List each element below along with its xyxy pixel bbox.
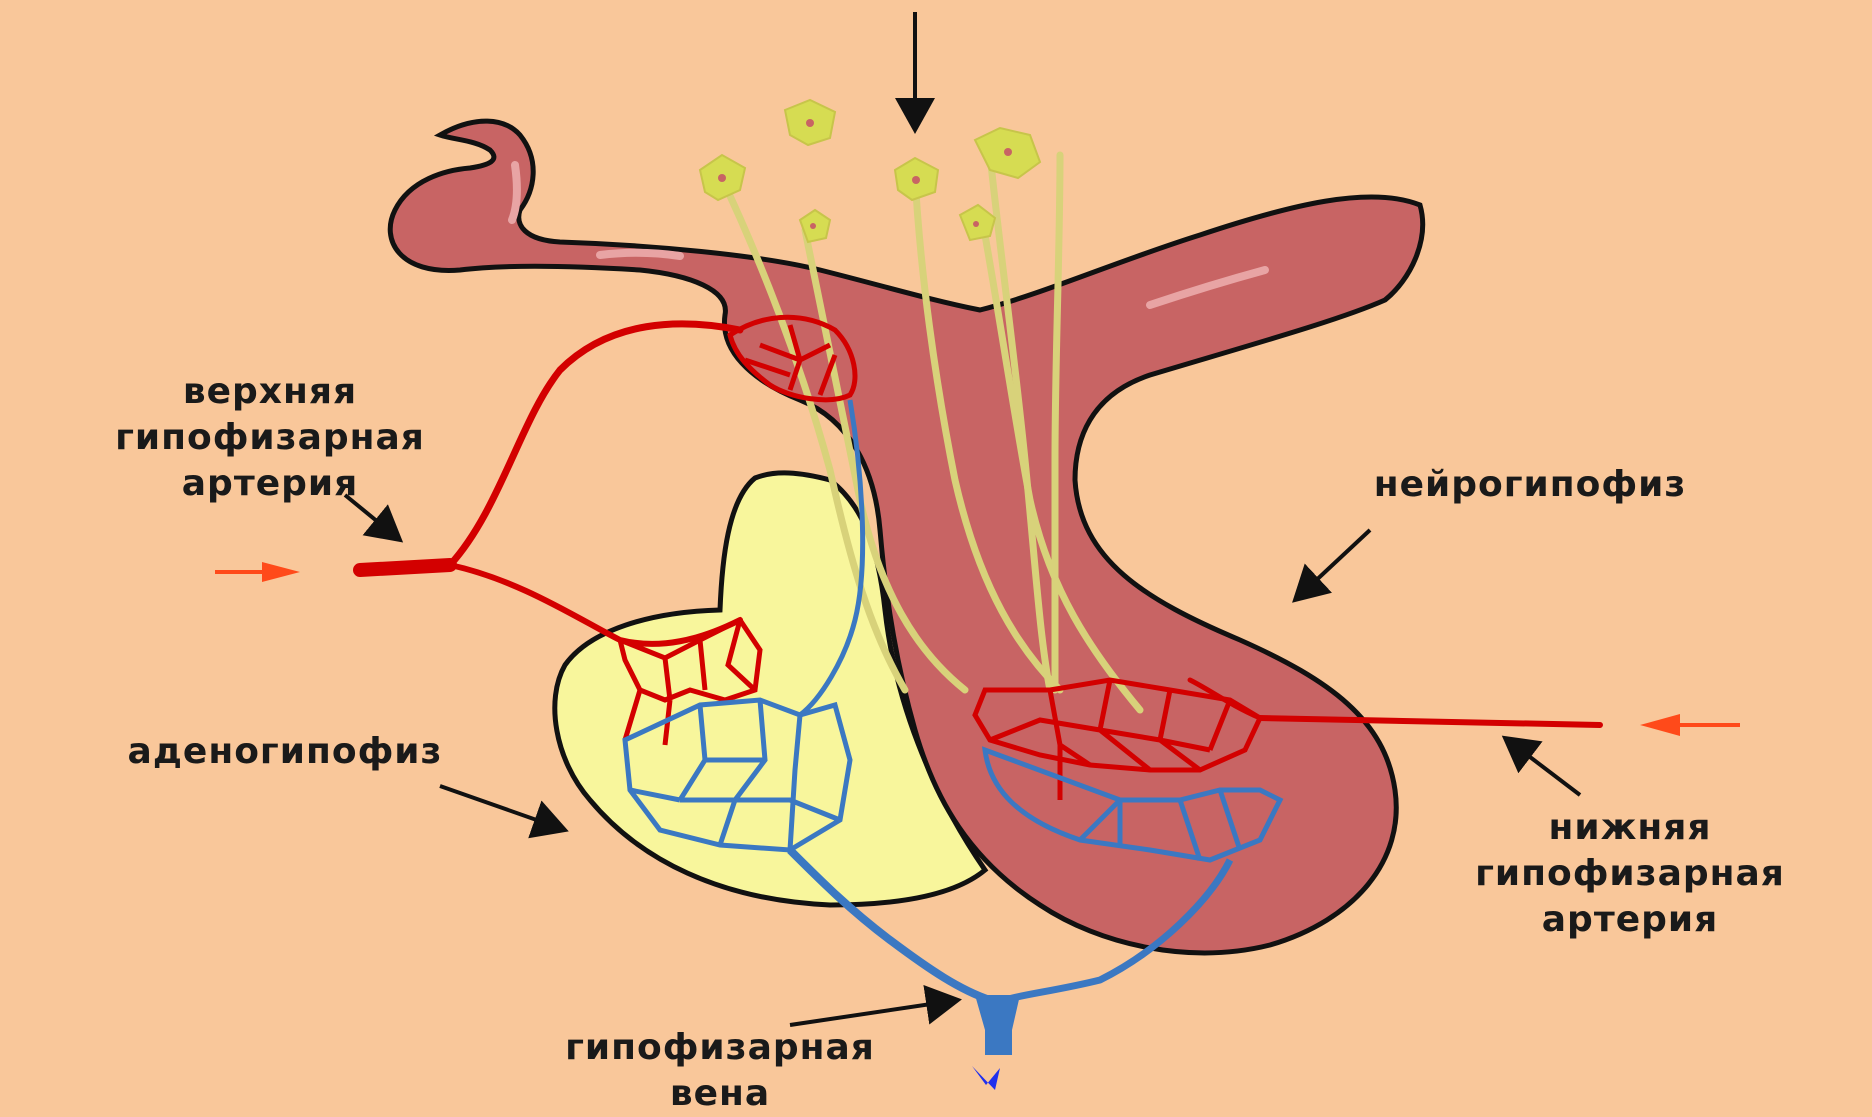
pituitary-vein-label: гипофизарная вена: [480, 1025, 960, 1117]
label-line: гипофизарная: [70, 415, 470, 461]
inferior-artery-flow-arrow: [1640, 714, 1740, 736]
label-line: вена: [480, 1071, 960, 1117]
neurohypophysis-label: нейрогипофиз: [1290, 462, 1770, 508]
label-line: верхняя: [70, 369, 470, 415]
label-line: артерия: [70, 461, 470, 507]
vein-flow-arrow: [972, 1066, 1000, 1090]
highlight-mark: [600, 253, 680, 256]
label-line: гипофизарная: [1410, 851, 1850, 897]
superior-artery-flow-arrow: [215, 562, 300, 582]
label-line: артерия: [1410, 897, 1850, 943]
pituitary-vein-trunk: [975, 995, 1020, 1055]
label-line: гипофизарная: [480, 1025, 960, 1071]
inferior-hypophyseal-artery-label: нижняя гипофизарная артерия: [1410, 805, 1850, 943]
superior-hypophyseal-artery-label: верхняя гипофизарная артерия: [70, 369, 470, 507]
label-line: нижняя: [1410, 805, 1850, 851]
adenohypophysis-label: аденогипофиз: [35, 729, 535, 775]
